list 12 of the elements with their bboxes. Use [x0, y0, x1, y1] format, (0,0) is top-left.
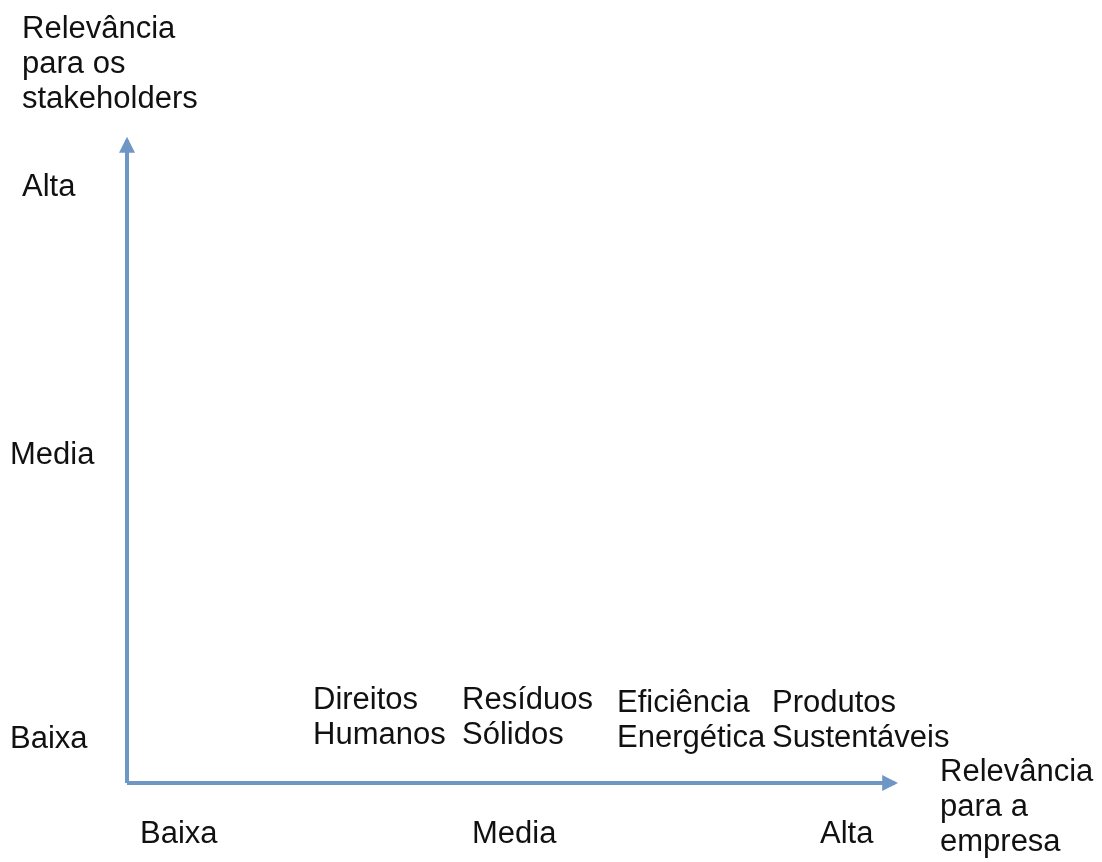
- axis-tick-label: Media: [10, 436, 95, 471]
- point-label: Produtos Sustentáveis: [772, 684, 950, 754]
- axis-tick-label: Alta: [22, 168, 76, 203]
- axis-tick-label: Baixa: [140, 815, 218, 850]
- point-label: Direitos Humanos: [313, 681, 446, 751]
- axis-tick-label: Alta: [820, 815, 874, 850]
- axis-title: Relevância para a empresa: [940, 753, 1094, 858]
- axis-tick-label: Baixa: [10, 720, 88, 755]
- point-label: Eficiência Energética: [617, 684, 766, 754]
- point-label: Resíduos Sólidos: [462, 681, 593, 751]
- axis-title: Relevância para os stakeholders: [22, 10, 198, 115]
- axis-tick-label: Media: [472, 815, 557, 850]
